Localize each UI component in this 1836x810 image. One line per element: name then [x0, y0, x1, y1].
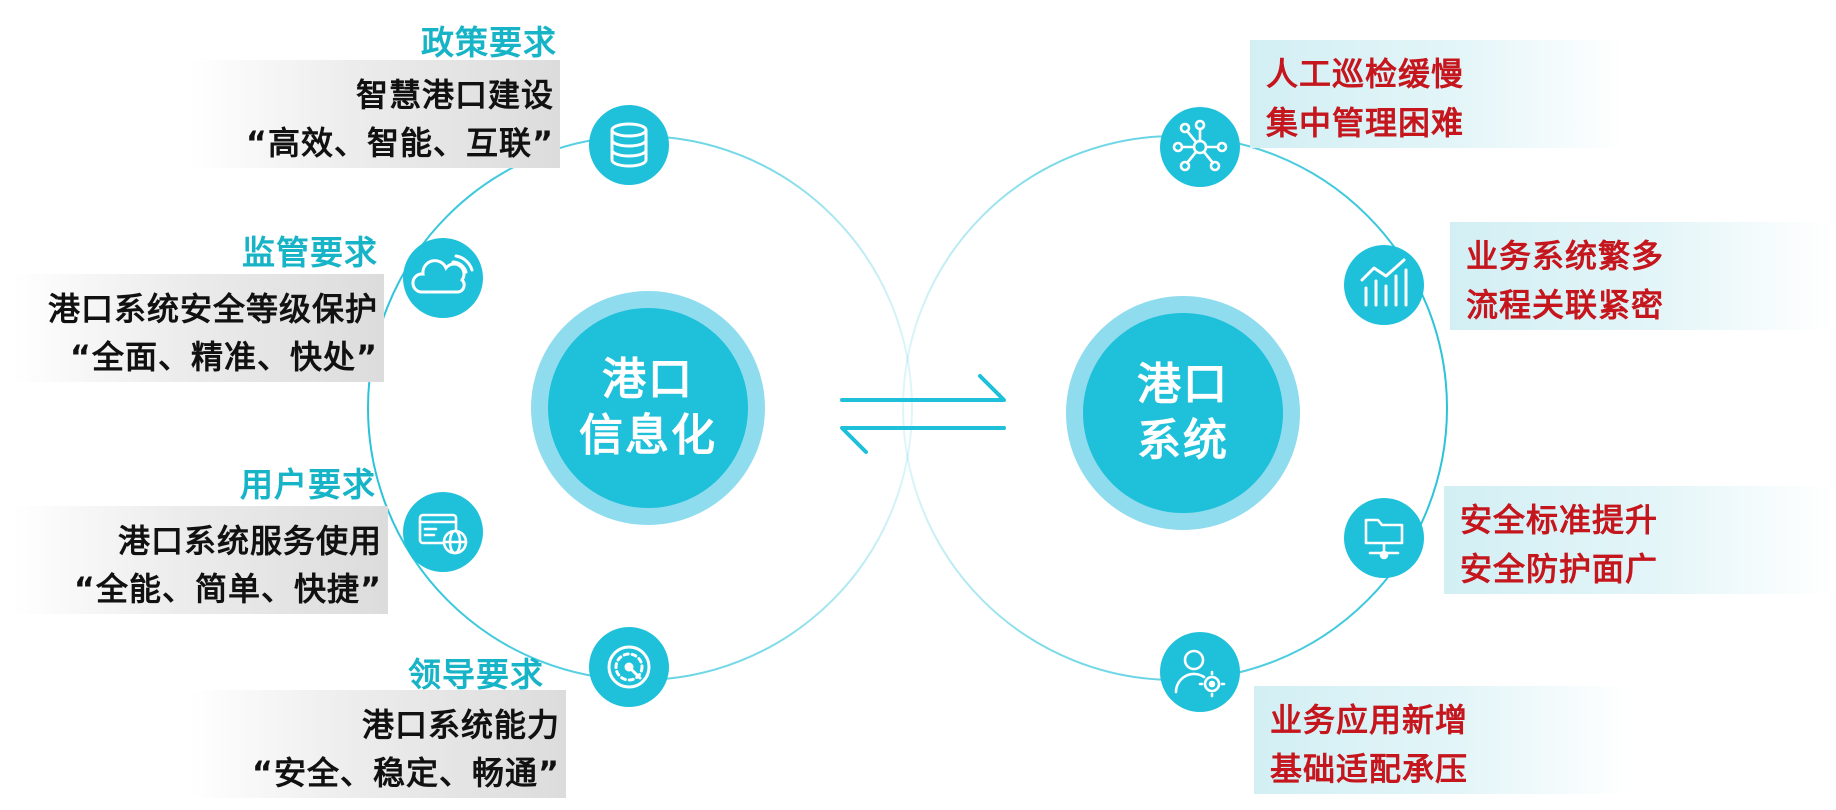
- issue-security-line1: 安全标准提升: [1460, 501, 1659, 539]
- bidirectional-arrows-icon: [840, 374, 1006, 454]
- right-hub-line1: 港口: [1137, 359, 1229, 410]
- leadership-requirement-line1: 港口系统能力: [361, 706, 560, 744]
- issue-security-line2: 安全防护面广: [1460, 550, 1659, 588]
- issue-inspection-line1: 人工巡检缓慢: [1266, 55, 1465, 93]
- cloud-icon: [403, 238, 483, 318]
- leadership-requirement-title: 领导要求: [408, 655, 544, 694]
- left-hub-line1: 港口: [602, 354, 694, 405]
- regulatory-requirement-title: 监管要求: [242, 233, 378, 272]
- user-requirement-box: 港口系统服务使用 “全能、简单、快捷”: [12, 506, 388, 614]
- network-nodes-icon: [1160, 107, 1240, 187]
- right-hub: [1066, 296, 1300, 530]
- issue-box-security: 安全标准提升 安全防护面广: [1444, 486, 1828, 594]
- user-requirement-line2: “全能、简单、快捷”: [73, 570, 382, 608]
- issue-business-systems-line2: 流程关联紧密: [1466, 286, 1665, 324]
- regulatory-requirement-line2: “全面、精准、快处”: [69, 338, 378, 376]
- left-hub: [531, 291, 765, 525]
- issue-box-inspection: 人工巡检缓慢 集中管理困难: [1250, 40, 1625, 148]
- right-hub-line2: 系统: [1137, 415, 1229, 466]
- user-gear-icon: [1160, 632, 1240, 712]
- policy-requirement-box: 智慧港口建设 “高效、智能、互联”: [190, 60, 560, 168]
- folder-network-icon: [1344, 498, 1424, 578]
- issue-box-applications: 业务应用新增 基础适配承压: [1254, 686, 1629, 794]
- policy-requirement-line1: 智慧港口建设: [355, 76, 554, 114]
- left-hub-line2: 信息化: [579, 410, 717, 461]
- gauge-icon: [589, 627, 669, 707]
- policy-requirement-title: 政策要求: [421, 23, 557, 62]
- issue-applications-line2: 基础适配承压: [1270, 750, 1469, 788]
- database-icon: [589, 105, 669, 185]
- regulatory-requirement-box: 港口系统安全等级保护 “全面、精准、快处”: [12, 274, 384, 382]
- user-requirement-line1: 港口系统服务使用: [117, 522, 382, 560]
- bar-chart-trend-icon: [1344, 245, 1424, 325]
- policy-requirement-line2: “高效、智能、互联”: [245, 124, 554, 162]
- leadership-requirement-line2: “安全、稳定、畅通”: [251, 754, 560, 792]
- web-browser-globe-icon: [403, 492, 483, 572]
- issue-business-systems-line1: 业务系统繁多: [1466, 237, 1665, 275]
- right-hub-label: 港口 系统: [1083, 357, 1283, 469]
- leadership-requirement-box: 港口系统能力 “安全、稳定、畅通”: [190, 690, 566, 798]
- issue-inspection-line2: 集中管理困难: [1266, 104, 1465, 142]
- regulatory-requirement-line1: 港口系统安全等级保护: [47, 290, 378, 328]
- issue-box-business-systems: 业务系统繁多 流程关联紧密: [1450, 222, 1828, 330]
- user-requirement-title: 用户要求: [240, 465, 376, 504]
- issue-applications-line1: 业务应用新增: [1270, 701, 1469, 739]
- left-hub-label: 港口 信息化: [548, 352, 748, 464]
